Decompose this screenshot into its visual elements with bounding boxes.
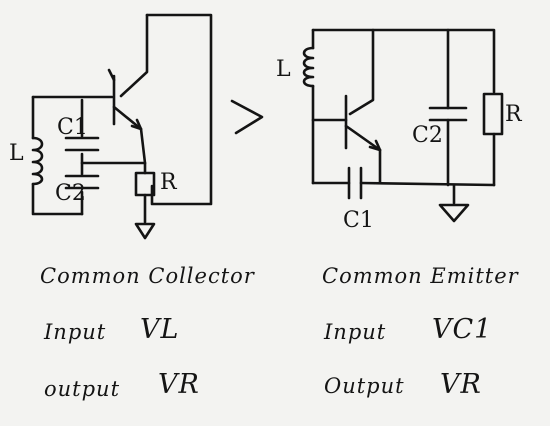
left-input-value: VL: [140, 314, 180, 345]
right-resistor: [482, 92, 504, 136]
left-output-value: VR: [158, 369, 200, 400]
left-cap2-label: C2: [55, 181, 86, 206]
left-ground-icon: [134, 222, 156, 240]
left-input-label: Input: [44, 320, 107, 344]
left-inductor-coil: [31, 136, 44, 186]
left-collector-wire: [119, 13, 149, 98]
left-inductor-label: L: [9, 141, 24, 166]
left-configuration-caption: Common Collector: [40, 264, 255, 288]
right-resistor-label: R: [505, 102, 522, 127]
right-circuit: [302, 28, 504, 223]
left-emitter-to-resistor-wire: [139, 127, 147, 165]
right-cap2-label: C2: [412, 123, 443, 148]
left-cap1-label: C1: [57, 115, 88, 140]
transform-arrow-icon: [230, 99, 264, 135]
right-bottom-rail: [311, 181, 496, 187]
left-transistor-emitter: [112, 105, 143, 131]
left-l-to-bottom-wire: [31, 95, 84, 216]
left-midpoint-wire: [80, 161, 147, 175]
right-inductor-coil: [302, 46, 315, 88]
right-output-label: Output: [324, 374, 405, 398]
right-inductor-label: L: [276, 57, 291, 82]
left-collector-loop: [145, 13, 213, 206]
right-input-label: Input: [324, 320, 387, 344]
right-output-value: VR: [440, 369, 482, 400]
right-collector-wire: [348, 28, 375, 116]
right-cap1-label: C1: [343, 208, 374, 233]
left-circuit: [31, 13, 213, 240]
right-input-value: VC1: [432, 314, 493, 345]
right-transistor-emitter: [344, 124, 382, 152]
right-ground-icon: [438, 203, 470, 223]
left-base-lead: [107, 68, 116, 82]
right-configuration-caption: Common Emitter: [322, 264, 519, 288]
left-output-label: output: [44, 377, 121, 401]
left-resistor-label: R: [160, 170, 177, 195]
